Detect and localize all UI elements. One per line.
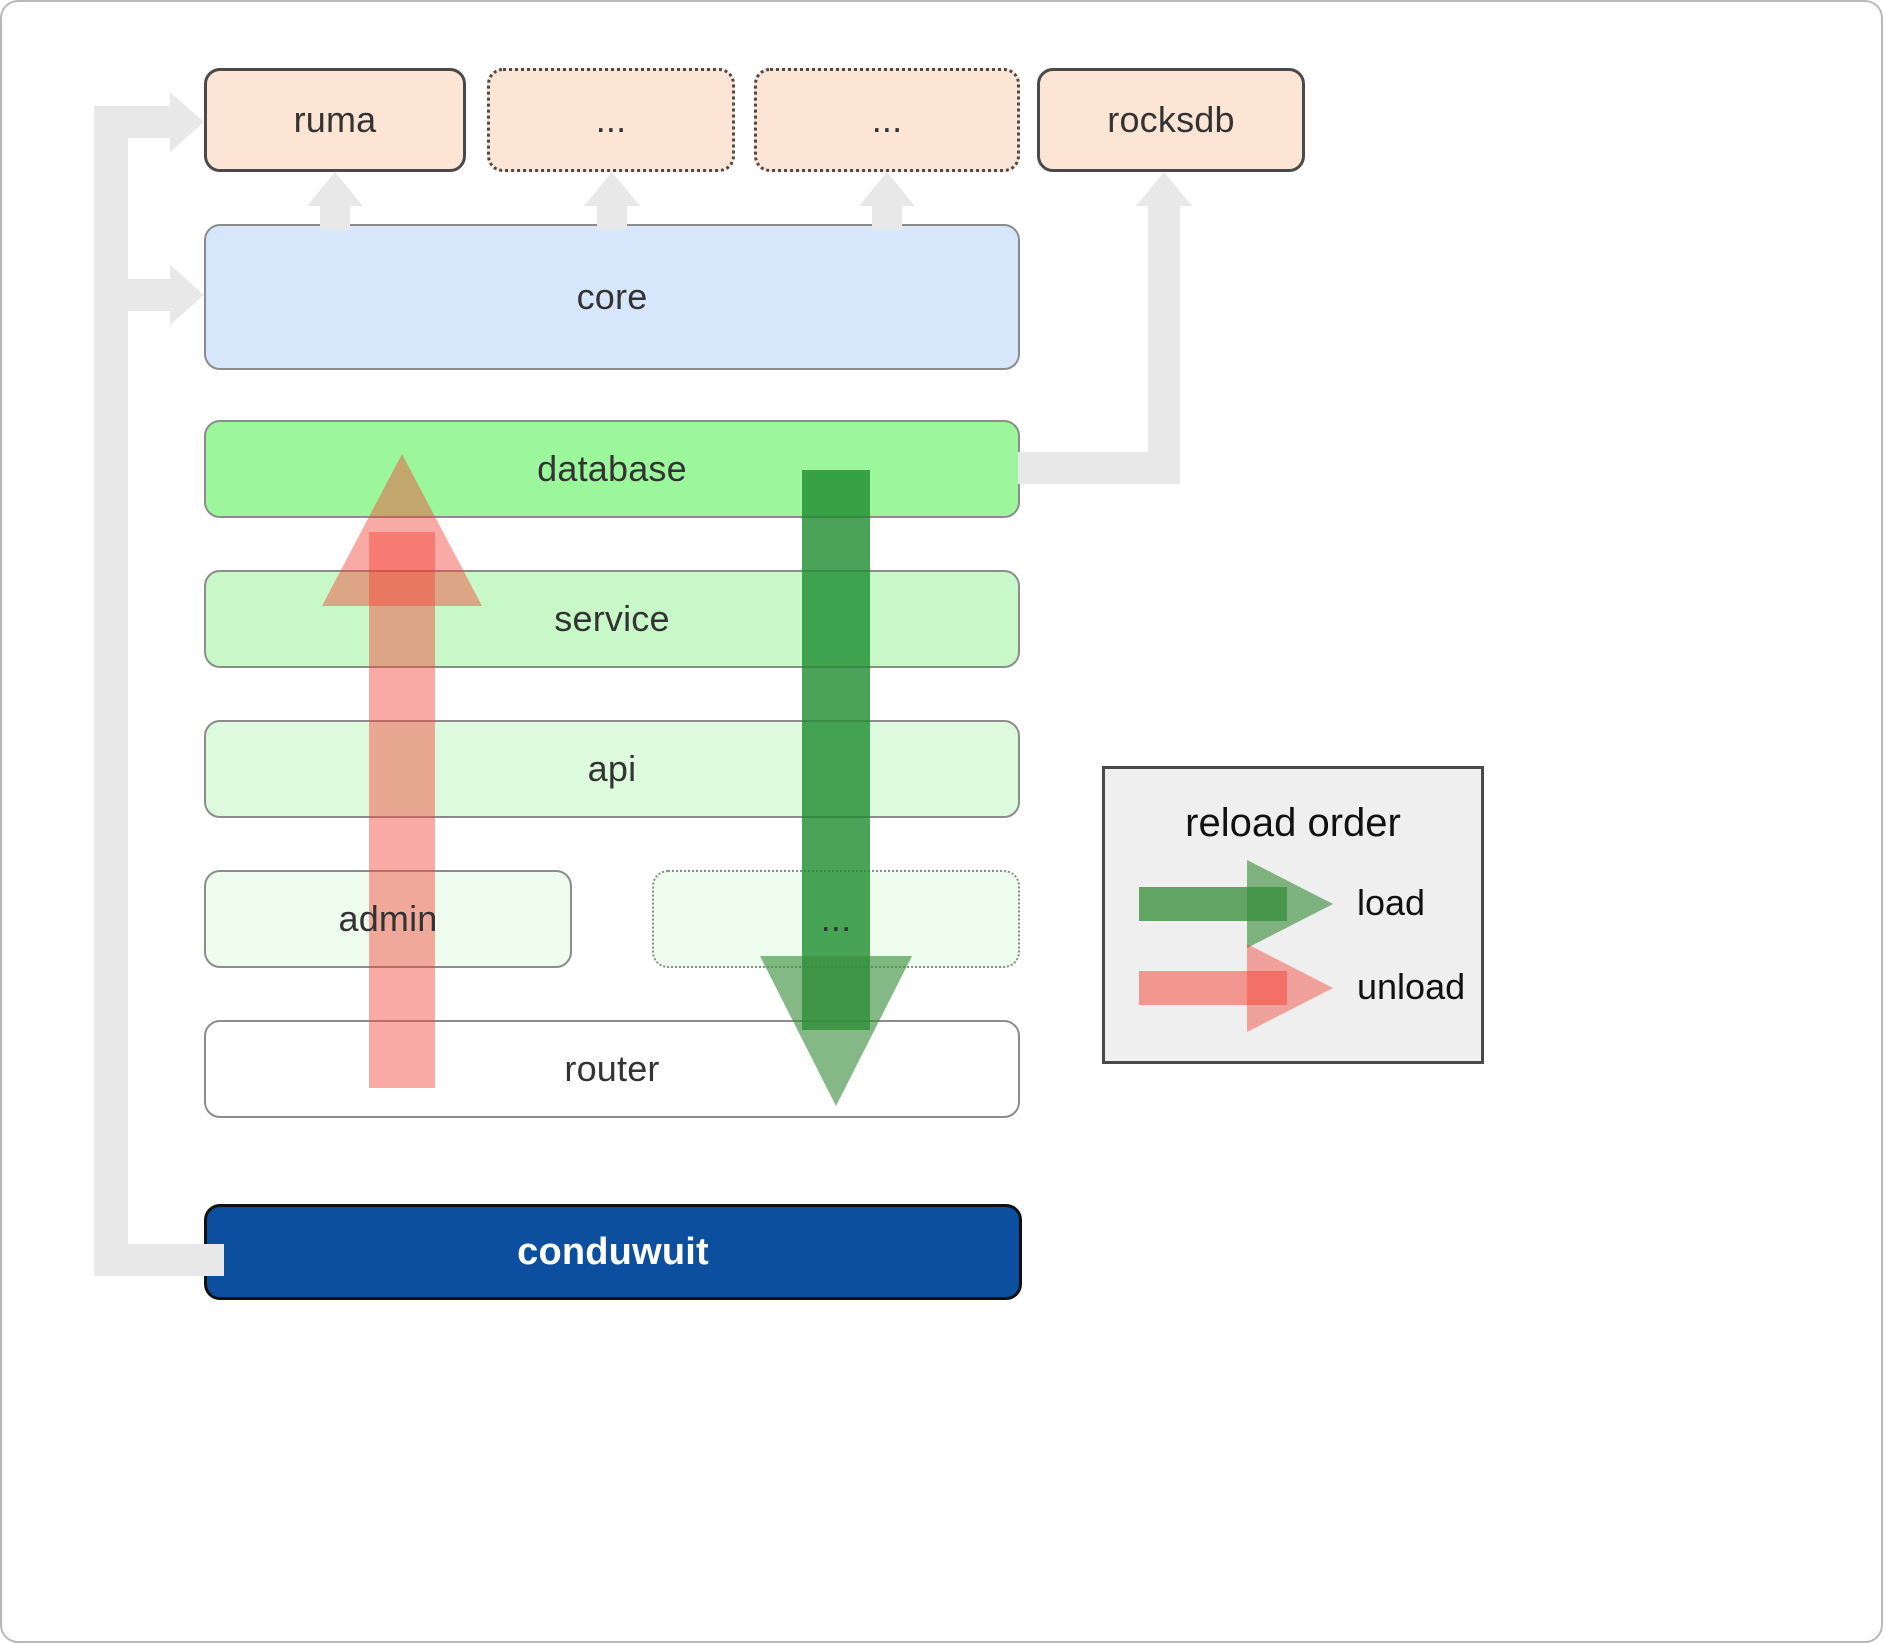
legend-unload-arrow-shaft — [1139, 971, 1287, 1005]
connector-database-to-rocksdb-vertical — [1148, 198, 1180, 484]
node-rocksdb[interactable]: rocksdb — [1037, 68, 1305, 172]
node-conduwuit[interactable]: conduwuit — [204, 1204, 1022, 1300]
unload-arrow-shaft — [369, 532, 435, 1088]
legend-load-label: load — [1357, 882, 1426, 923]
unload-arrow-head — [322, 454, 482, 606]
connector-core-to-dep3-arrowhead — [859, 172, 915, 206]
node-dep-placeholder-1-label: ... — [595, 99, 627, 140]
connector-left-to-ruma-stem — [94, 106, 172, 138]
node-admin[interactable]: admin — [204, 870, 572, 968]
node-admin-label: admin — [338, 898, 438, 939]
node-admin-placeholder-label: ... — [820, 898, 852, 939]
connector-left-to-ruma-arrowhead — [170, 92, 204, 152]
legend-load-arrow-head — [1247, 860, 1333, 948]
load-arrow-head — [760, 956, 912, 1106]
legend-panel: reload order load unload — [1102, 766, 1484, 1064]
node-dep-placeholder-1[interactable]: ... — [487, 68, 735, 172]
node-dep-placeholder-2-label: ... — [871, 99, 903, 140]
node-database[interactable]: database — [204, 420, 1020, 518]
connector-core-to-ruma-arrowhead — [307, 172, 363, 206]
node-ruma[interactable]: ruma — [204, 68, 466, 172]
node-core-label: core — [576, 276, 648, 317]
node-database-label: database — [537, 448, 687, 489]
legend-unload-label: unload — [1357, 966, 1466, 1007]
node-api-label: api — [587, 748, 637, 789]
legend-unload-arrow-head — [1247, 944, 1333, 1032]
node-core[interactable]: core — [204, 224, 1020, 370]
connector-left-to-core-stem — [94, 279, 172, 311]
connector-database-to-rocksdb-arrowhead — [1136, 172, 1192, 206]
connector-left-to-conduwuit — [94, 1244, 224, 1276]
load-arrow-shaft — [802, 470, 870, 1030]
node-rocksdb-label: rocksdb — [1107, 99, 1235, 140]
node-service-label: service — [554, 598, 670, 639]
node-router-label: router — [564, 1048, 660, 1089]
node-conduwuit-label: conduwuit — [517, 1230, 709, 1273]
node-ruma-label: ruma — [293, 99, 377, 140]
node-api[interactable]: api — [204, 720, 1020, 818]
node-dep-placeholder-2[interactable]: ... — [754, 68, 1020, 172]
connector-left-to-core-arrowhead — [170, 265, 204, 325]
legend-title: reload order — [1185, 801, 1401, 845]
node-service[interactable]: service — [204, 570, 1020, 668]
connector-core-to-dep2-arrowhead — [584, 172, 640, 206]
